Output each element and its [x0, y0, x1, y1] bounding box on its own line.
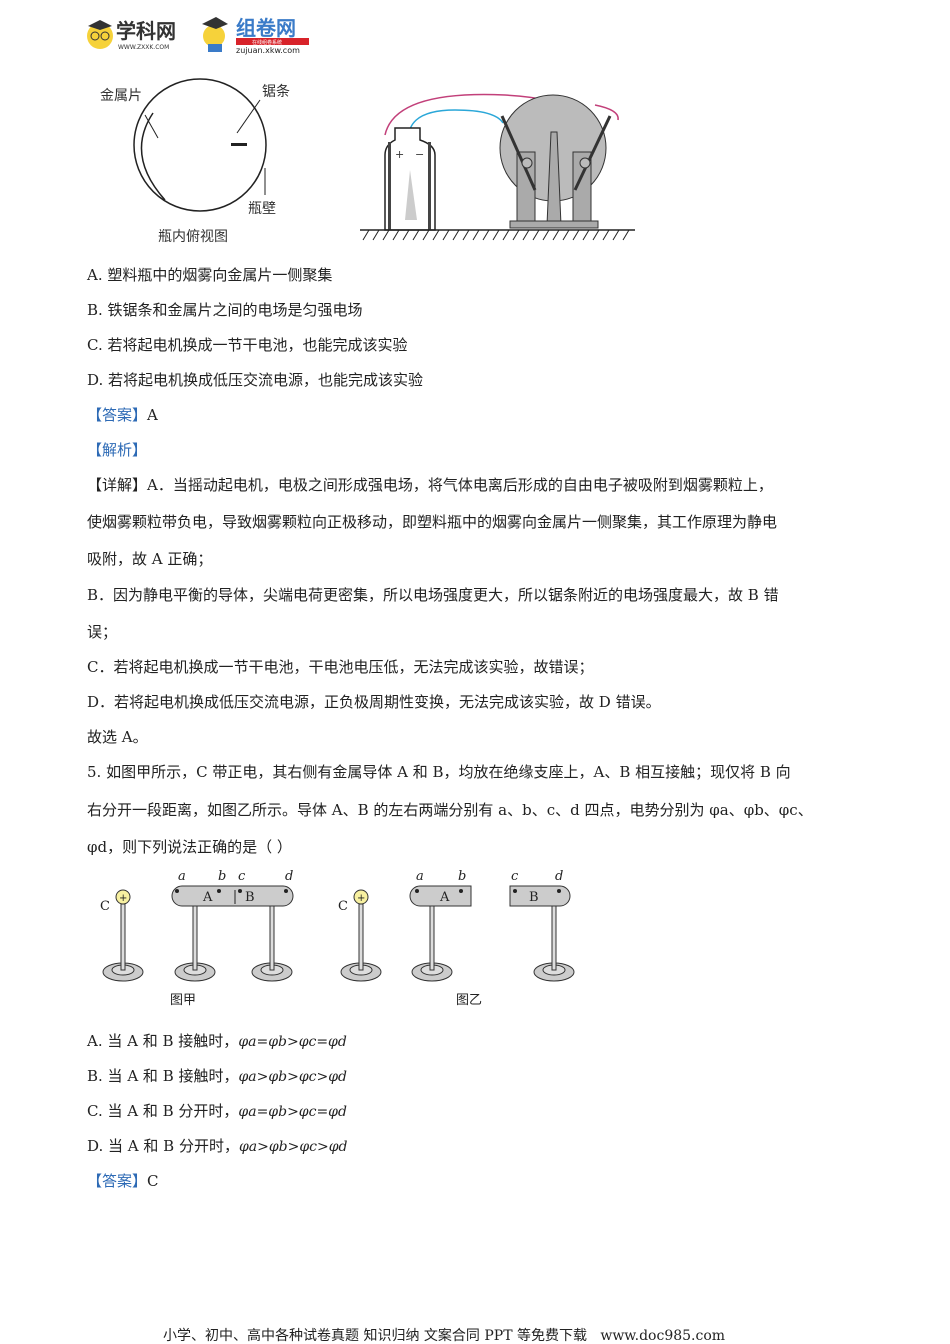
q4-detail-line: 【详解】A．当摇动起电机，电极之间形成强电场，将气体电离后形成的自由电子被吸附到… [87, 476, 773, 494]
svg-text:a: a [178, 869, 186, 884]
svg-text:+: + [357, 893, 365, 904]
footer: 小学、初中、高中各种试卷真题 知识归纳 文案合同 PPT 等免费下载 www.d… [163, 1328, 726, 1344]
svg-text:+: + [119, 893, 127, 904]
svg-text:B: B [529, 890, 539, 905]
logo2-url: zujuan.xkw.com [236, 46, 300, 55]
svg-text:图乙: 图乙 [456, 993, 482, 1008]
svg-text:C: C [100, 899, 110, 914]
svg-text:WWW.ZXXK.COM: WWW.ZXXK.COM [118, 44, 169, 51]
svg-text:图甲: 图甲 [170, 993, 196, 1008]
q4-detail-line: 故选 A。 [87, 728, 148, 746]
q5-stem-line: φd，则下列说法正确的是（ ） [87, 838, 292, 856]
q4-detail-line: D．若将起电机换成低压交流电源，正负极周期性变换，无法完成该实验，故 D 错误。 [87, 693, 661, 711]
svg-text:组卷网: 组卷网 [236, 16, 296, 40]
q4-detail-line: 使烟雾颗粒带负电，导致烟雾颗粒向正极移动，即塑料瓶中的烟雾向金属片一侧聚集，其工… [87, 513, 778, 531]
zujuan-logo[interactable]: 组卷网 在线组卷系统 zujuan.xkw.com [200, 12, 320, 60]
svg-text:d: d [285, 869, 293, 884]
bottle-top-view-diagram: 金属片 锯条 瓶壁 瓶内俯视图 [100, 78, 290, 245]
q5-option-d: D. 当 A 和 B 分开时，φa>φb>φc>φd [87, 1137, 348, 1155]
svg-text:+: + [395, 148, 404, 161]
svg-text:C: C [338, 899, 348, 914]
q5-stem-line: 右分开一段距离，如图乙所示。导体 A、B 的左右两端分别有 a、b、c、d 四点… [87, 801, 813, 819]
svg-text:d: d [555, 869, 563, 884]
q5-option-a: A. 当 A 和 B 接触时，φa=φb>φc=φd [87, 1032, 347, 1050]
q4-answer: 【答案】A [87, 406, 158, 424]
svg-text:−: − [415, 148, 424, 161]
svg-text:金属片: 金属片 [100, 88, 142, 104]
svg-text:b: b [458, 869, 466, 884]
svg-text:锯条: 锯条 [262, 83, 290, 100]
svg-text:A: A [202, 890, 213, 905]
q4-detail-line: 误； [87, 623, 118, 641]
electrostatic-machine-diagram: + − [360, 93, 635, 241]
svg-text:c: c [511, 869, 519, 884]
q5-option-b: B. 当 A 和 B 接触时，φa>φb>φc>φd [87, 1067, 348, 1085]
svg-text:c: c [238, 869, 246, 884]
zxxk-logo[interactable]: 学科网 WWW.ZXXK.COM [86, 16, 196, 56]
footer-link[interactable]: www.doc985.com [600, 1328, 726, 1344]
q4-option-b: B. 铁锯条和金属片之间的电场是匀强电场 [87, 301, 363, 319]
q4-option-c: C. 若将起电机换成一节干电池，也能完成该实验 [87, 336, 408, 354]
q5-stem-line: 5. 如图甲所示，C 带正电，其右侧有金属导体 A 和 B，均放在绝缘支座上，A… [87, 763, 791, 781]
q4-detail-line: B．因为静电平衡的导体，尖端电荷更密集，所以电场强度更大，所以锯条附近的电场强度… [87, 586, 779, 604]
q4-option-a: A. 塑料瓶中的烟雾向金属片一侧聚集 [87, 266, 333, 284]
svg-text:瓶内俯视图: 瓶内俯视图 [158, 229, 228, 245]
q5-option-c: C. 当 A 和 B 分开时，φa=φb>φc=φd [87, 1102, 347, 1120]
svg-text:b: b [218, 869, 226, 884]
q5-answer: 【答案】C [87, 1172, 159, 1190]
logo1-text: 学科网 [116, 19, 176, 43]
svg-text:A: A [439, 890, 450, 905]
svg-text:a: a [416, 869, 424, 884]
svg-text:瓶壁: 瓶壁 [248, 201, 276, 217]
svg-text:B: B [245, 890, 255, 905]
q4-option-d: D. 若将起电机换成低压交流电源，也能完成该实验 [87, 371, 424, 389]
q4-analysis-label: 【解析】 [87, 441, 148, 459]
svg-text:在线组卷系统: 在线组卷系统 [252, 39, 282, 46]
q4-detail-line: 吸附，故 A 正确； [87, 550, 213, 568]
q4-detail-line: C．若将起电机换成一节干电池，干电池电压低，无法完成该实验，故错误； [87, 658, 594, 676]
